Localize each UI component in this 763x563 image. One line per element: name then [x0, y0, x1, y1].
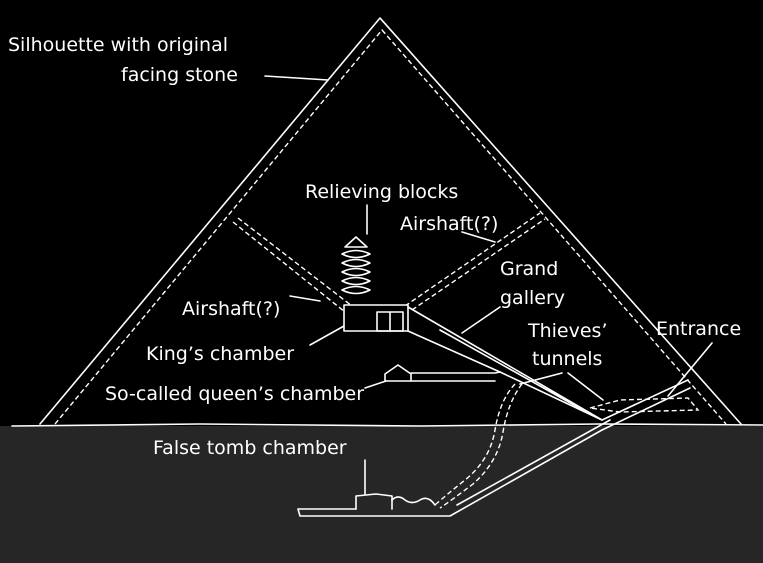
leader-silhouette: [264, 75, 329, 81]
ground-line: [11, 423, 763, 427]
thieves-tunnel-entrance: [589, 397, 700, 413]
label-airshaft-right: Airshaft(?): [400, 213, 498, 235]
label-silhouette-line1: Silhouette with original: [8, 34, 228, 56]
airshaft-left-lower: [237, 217, 353, 307]
descending-passage: [297, 419, 611, 517]
leader-airshaft-left: [289, 295, 321, 302]
relieving-blocks-stack: [341, 236, 371, 295]
kings-chamber-shape: [343, 304, 409, 332]
label-relieving-blocks: Relieving blocks: [305, 181, 458, 203]
airshaft-right-upper: [404, 212, 541, 307]
label-thieves-line1: Thieves’: [527, 320, 608, 342]
label-kings-chamber: King’s chamber: [146, 343, 294, 365]
label-entrance: Entrance: [656, 318, 741, 340]
leader-queens: [364, 380, 387, 389]
label-false-tomb: False tomb chamber: [153, 437, 347, 459]
leader-kings: [309, 325, 345, 346]
label-grand-line1: Grand: [500, 258, 558, 280]
thieves-tunnel-right: [439, 383, 523, 509]
pyramid-outline: [39, 17, 742, 425]
leader-thieves: [519, 372, 604, 401]
facing-stone-silhouette: [54, 28, 727, 425]
label-airshaft-left: Airshaft(?): [182, 298, 280, 320]
ascending-passage: [499, 371, 691, 431]
grand-gallery: [407, 306, 603, 421]
false-tomb-chamber-shape: [355, 493, 436, 510]
airshaft-right-lower: [411, 218, 546, 311]
label-grand-line2: gallery: [500, 287, 565, 309]
label-queens-chamber: So-called queen’s chamber: [105, 383, 364, 405]
label-silhouette-line2: facing stone: [121, 64, 238, 86]
leader-grand-gallery: [461, 306, 501, 334]
leader-entrance: [667, 342, 713, 397]
thieves-tunnel-left: [434, 383, 516, 506]
queens-chamber-shape: [384, 364, 501, 382]
label-thieves-line2: tunnels: [532, 348, 602, 370]
leader-airshaft-right: [461, 231, 496, 243]
